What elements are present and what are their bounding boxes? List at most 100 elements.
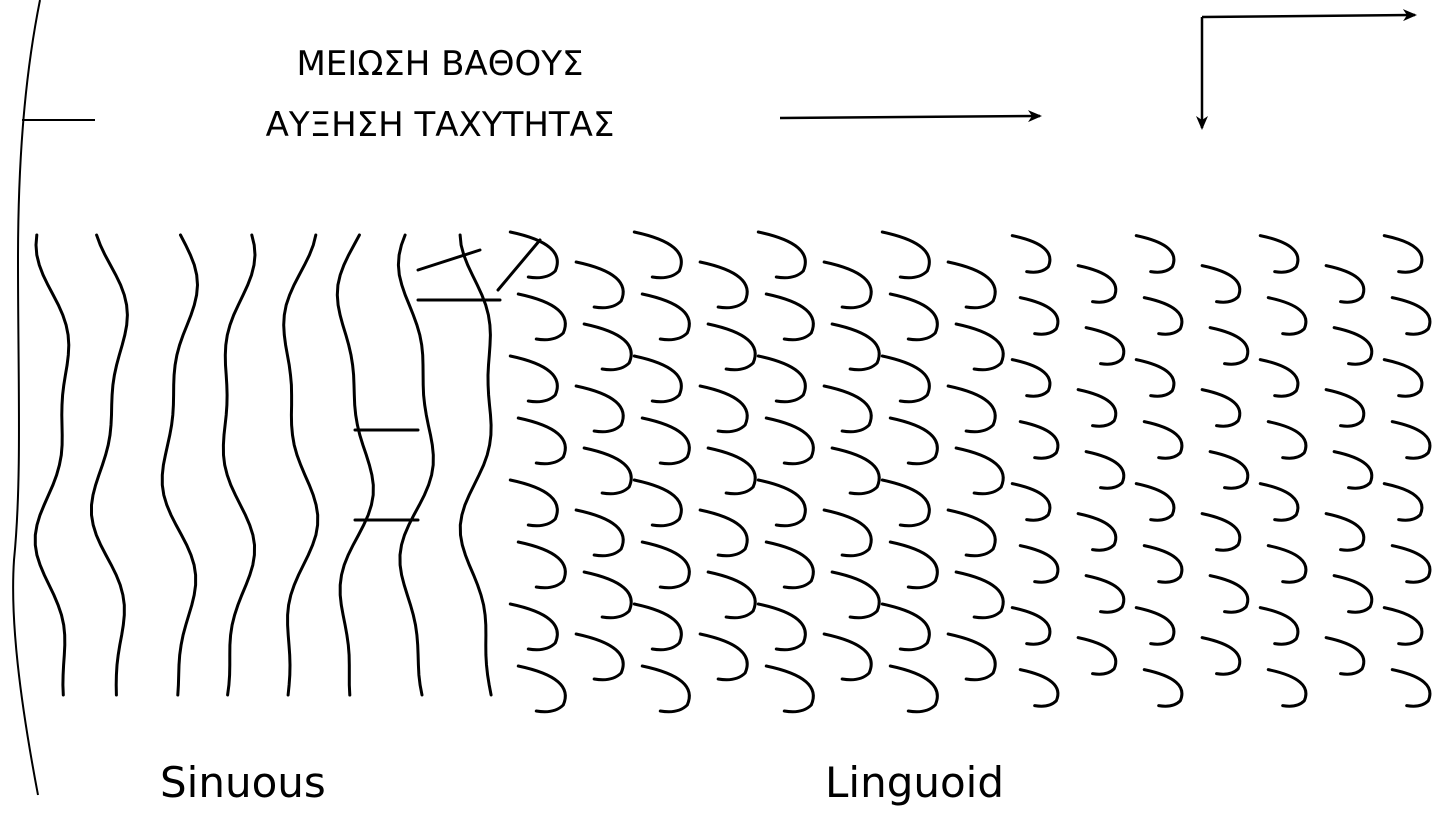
linguoid-crest [584,324,631,370]
linguoid-crest [1020,298,1058,335]
linguoid-crest [832,448,879,494]
linguoid-crest [758,356,805,402]
linguoid-crest [1384,360,1422,397]
linguoid-crest [518,294,565,340]
linguoid-crest [584,572,631,618]
linguoid-crest [1078,638,1116,675]
linguoid-crest [1268,422,1306,459]
linguoid-crest [642,418,689,464]
linguoid-crest [882,480,929,526]
linguoid-crest [1268,546,1306,583]
sinuous-crest [460,235,491,695]
linguoid-crest [1260,236,1298,273]
linguoid-crest [1384,484,1422,521]
linguoid-crest [700,262,747,308]
linguoid-crest [1020,546,1058,583]
linguoid-crest [1210,328,1248,365]
linguoid-crest [1086,328,1124,365]
linguoid-crest [1384,608,1422,645]
linguoid-crest [642,542,689,588]
linguoid-crest [1210,576,1248,613]
linguoid-crest [700,386,747,432]
linguoid-crest [1020,422,1058,459]
linguoid-crest [890,666,937,712]
linguoid-crest [766,294,813,340]
linguoid-crest [1202,390,1240,427]
linguoid-crest [1202,514,1240,551]
linguoid-crest [1384,236,1422,273]
linguoid-crest [1086,576,1124,613]
linguoid-crest [1326,638,1364,675]
linguoid-crest [1392,546,1430,583]
linguoid-crest [1078,266,1116,303]
linguoid-crest [766,542,813,588]
sinuous-crest [92,235,128,695]
linguoid-crest [758,232,805,278]
linguoid-crest [1392,670,1430,707]
linguoid-crest [510,480,557,526]
linguoid-crest [1326,390,1364,427]
linguoid-crest [832,324,879,370]
linguoid-crest [1144,546,1182,583]
linguoid-crest [576,634,623,680]
linguoid-crest [824,510,871,556]
linguoid-crest [576,262,623,308]
linguoid-crest [948,262,995,308]
linguoid-crest [1136,236,1174,273]
linguoid-crest [1086,452,1124,489]
linguoid-crest [1202,266,1240,303]
sinuous-crest [223,235,255,695]
linguoid-crest [1202,638,1240,675]
label-sinuous: Sinuous [160,758,326,808]
linguoid-crest [1260,608,1298,645]
sinuous-crest [398,235,433,695]
linguoid-ripple-crests [510,232,1430,712]
linguoid-crest [890,294,937,340]
linguoid-crest [956,572,1003,618]
linguoid-crest [1136,360,1174,397]
linguoid-crest [1260,484,1298,521]
linguoid-crest [518,418,565,464]
heading-line-2: ΑΥΞΗΣΗ ΤΑΧΥΤΗΤΑΣ [200,101,680,149]
linguoid-crest [1078,514,1116,551]
linguoid-crest [1392,298,1430,335]
linguoid-crest [1144,422,1182,459]
linguoid-crest [882,232,929,278]
linguoid-crest [700,634,747,680]
linguoid-crest [890,418,937,464]
linguoid-crest [510,232,557,278]
linguoid-crest [642,666,689,712]
linguoid-crest [634,356,681,402]
linguoid-crest [1144,298,1182,335]
sinuous-crest [162,235,197,695]
linguoid-crest [824,634,871,680]
linguoid-crest [1012,236,1050,273]
sinuous-crest [35,235,69,695]
linguoid-crest [1334,452,1372,489]
linguoid-crest [1326,266,1364,303]
linguoid-crest [1268,670,1306,707]
sinuous-crest [337,235,373,695]
linguoid-crest [708,572,755,618]
linguoid-crest [1020,670,1058,707]
linguoid-crest [948,510,995,556]
linguoid-crest [1334,576,1372,613]
linguoid-crest [634,232,681,278]
linguoid-crest [510,604,557,650]
label-linguoid: Linguoid [825,758,1004,808]
linguoid-crest [634,604,681,650]
linguoid-crest [1012,608,1050,645]
sinuous-crest [284,235,318,695]
linguoid-crest [824,386,871,432]
linguoid-crest [1260,360,1298,397]
linguoid-crest [956,448,1003,494]
linguoid-crest [1268,298,1306,335]
linguoid-crest [510,356,557,402]
linguoid-crest [708,324,755,370]
linguoid-crest [584,448,631,494]
linguoid-crest [824,262,871,308]
linguoid-crest [634,480,681,526]
linguoid-crest [708,448,755,494]
linguoid-crest [1392,422,1430,459]
linguoid-crest [890,542,937,588]
